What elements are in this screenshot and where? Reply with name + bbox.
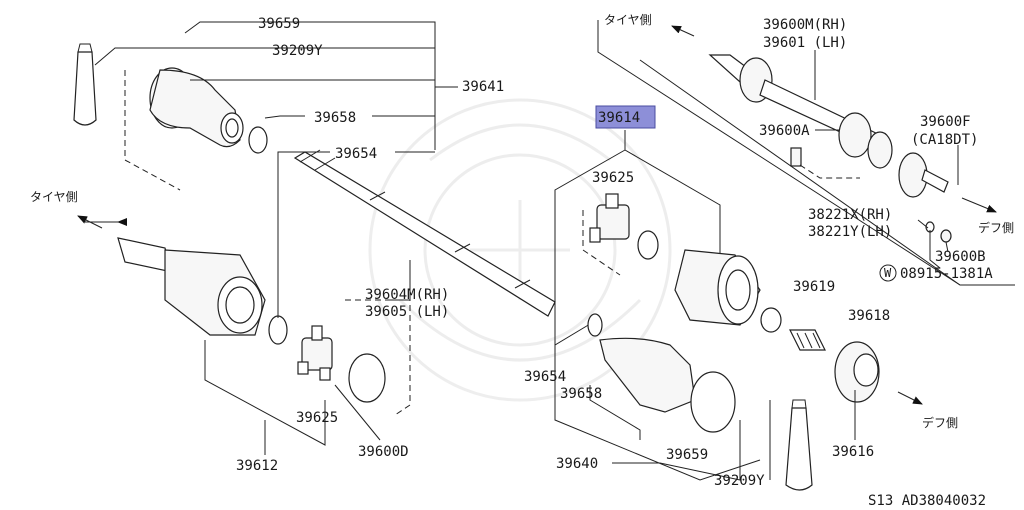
label-39614[interactable]: 39614 — [598, 110, 640, 126]
label-tire-side-right: タイヤ側 — [604, 13, 652, 27]
label-38221X: 38221X(RH) — [808, 207, 892, 223]
dashed-guide-left-top — [124, 70, 181, 191]
arrow-tire-side-right — [671, 25, 695, 37]
ring-center — [637, 230, 659, 260]
boot-center — [587, 313, 736, 433]
label-W-symbol: W — [884, 266, 892, 280]
label-39601: 39601 (LH) — [763, 35, 847, 51]
label-39604M: 39604M(RH) — [365, 287, 449, 303]
label-39659-top: 39659 — [258, 16, 300, 32]
label-08915: 08915-1381A — [900, 266, 993, 282]
leader-lines-center — [554, 20, 1015, 481]
label-39600D: 39600D — [358, 444, 409, 460]
label-39600B: 39600B — [935, 249, 986, 265]
label-39659-bottom: 39659 — [666, 447, 708, 463]
boot-left — [149, 67, 244, 148]
dashed-guide-upper — [799, 164, 860, 179]
label-39654-top: 39654 — [335, 146, 377, 162]
dashed-guide-left-bottom — [345, 299, 411, 416]
label-39616: 39616 — [832, 444, 874, 460]
label-39625-left: 39625 — [296, 410, 338, 426]
label-39612: 39612 — [236, 458, 278, 474]
label-39209Y-top: 39209Y — [272, 43, 323, 59]
part-labels: 39659 39209Y 39641 39658 39654 タイヤ側 3960… — [30, 13, 1014, 509]
label-39658-bottom: 39658 — [560, 386, 602, 402]
leader-lines-left — [85, 21, 458, 455]
outer-joint — [117, 237, 266, 336]
inner-housing — [674, 249, 761, 326]
boot-band-39658-left — [248, 126, 268, 154]
snap-ring-39654-left — [268, 315, 288, 345]
dashed-guide-center — [582, 210, 621, 276]
circlip-39600D — [348, 353, 386, 403]
flange-39616 — [834, 341, 880, 403]
label-39641: 39641 — [462, 79, 504, 95]
spring-39618 — [789, 329, 826, 351]
label-39625-center: 39625 — [592, 170, 634, 186]
label-39654-bottom: 39654 — [524, 369, 566, 385]
label-39658-top: 39658 — [314, 110, 356, 126]
label-tire-side-left: タイヤ側 — [30, 190, 78, 204]
bolt-39600A — [790, 147, 802, 167]
spider-39625-center — [589, 193, 630, 243]
label-38221Y: 38221Y(LH) — [808, 224, 892, 240]
bearing-39619 — [760, 307, 782, 333]
grease-tube-left — [73, 43, 97, 126]
label-39600A: 39600A — [759, 123, 810, 139]
arrow-tire-side-left — [77, 215, 103, 229]
grease-tube-right — [785, 399, 813, 491]
spider-39625-left — [297, 325, 333, 381]
label-39600M: 39600M(RH) — [763, 17, 847, 33]
washer-symbol-circle — [879, 264, 897, 282]
label-39600F: 39600F — [920, 114, 971, 130]
complete-driveshaft — [708, 54, 949, 198]
label-footer-code: S13 AD38040032 — [868, 493, 986, 509]
leader-lines-right — [814, 50, 959, 440]
label-CA18DT: (CA18DT) — [911, 132, 978, 148]
label-39640: 39640 — [556, 456, 598, 472]
watermark-emblem — [368, 98, 672, 402]
arrow-diff-side-upper — [961, 197, 997, 213]
highlight-39614[interactable] — [595, 105, 656, 129]
label-diff-side-upper: デフ側 — [978, 220, 1014, 235]
label-39618: 39618 — [848, 308, 890, 324]
arrow-diff-side-lower — [897, 391, 923, 405]
label-39605: 39605 (LH) — [365, 304, 449, 320]
label-diff-side-lower: デフ側 — [922, 415, 958, 430]
label-39619: 39619 — [793, 279, 835, 295]
label-39209Y-bottom: 39209Y — [714, 473, 765, 489]
